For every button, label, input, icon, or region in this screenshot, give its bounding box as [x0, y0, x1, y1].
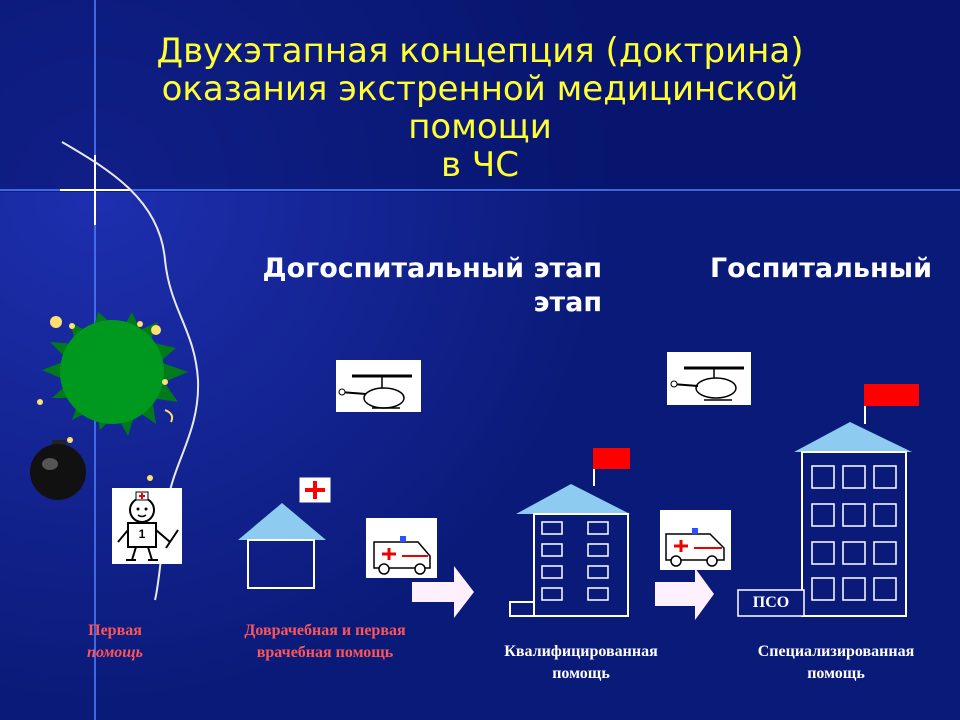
title-line-3: помощи	[408, 107, 552, 147]
premedical-aid-label: Доврачебная и первая врачебная помощь	[200, 620, 450, 664]
first-aid-label-line-1: Первая	[88, 622, 142, 639]
specialized-hospital-building	[737, 384, 919, 617]
arrow-right-icon	[655, 568, 714, 620]
explosion-blast-icon	[37, 312, 188, 495]
specialized-aid-label: Специализированная помощь	[718, 641, 954, 685]
first-aid-label-line-2: помощь	[87, 644, 143, 661]
slide-title: Двухэтапная концепция (доктрина) оказани…	[40, 32, 920, 184]
flag-icon	[593, 448, 630, 469]
title-line-1: Двухэтапная концепция (доктрина)	[156, 31, 804, 71]
qualified-aid-label-line-2: помощь	[552, 665, 610, 682]
helicopter-icon	[336, 360, 421, 412]
ambulance-icon	[366, 518, 437, 578]
medic-badge-number: 1	[138, 527, 146, 541]
prehospital-stage-line-1: Догоспитальный этап	[262, 253, 602, 284]
pso-box	[737, 589, 805, 617]
arrow-right-icon	[412, 566, 474, 618]
title-line-2: оказания экстренной медицинской	[161, 69, 799, 109]
premedical-aid-label-line-2: врачебная помощь	[256, 644, 394, 661]
qualified-aid-label-line-1: Квалифицированная	[504, 643, 658, 660]
bomb-icon	[30, 440, 86, 500]
prehospital-stage-line-2: этап	[533, 287, 602, 318]
specialized-aid-label-line-1: Специализированная	[757, 643, 915, 660]
qualified-aid-label: Квалифицированная помощь	[468, 641, 694, 685]
first-aid-house	[238, 477, 331, 589]
prehospital-stage-heading: Догоспитальный этап этап	[182, 252, 602, 320]
flag-icon	[864, 384, 919, 406]
medic-icon	[112, 488, 182, 564]
title-line-4: в ЧС	[441, 145, 519, 185]
helicopter-icon	[667, 352, 751, 405]
ambulance-icon	[660, 510, 731, 570]
qualified-hospital-building	[509, 448, 630, 617]
hospital-stage-heading: Госпитальный	[709, 253, 932, 284]
first-aid-label: Первая помощь	[50, 620, 180, 664]
pso-label: ПСО	[752, 594, 790, 611]
premedical-aid-label-line-1: Доврачебная и первая	[244, 622, 406, 639]
specialized-aid-label-line-2: помощь	[807, 665, 865, 682]
